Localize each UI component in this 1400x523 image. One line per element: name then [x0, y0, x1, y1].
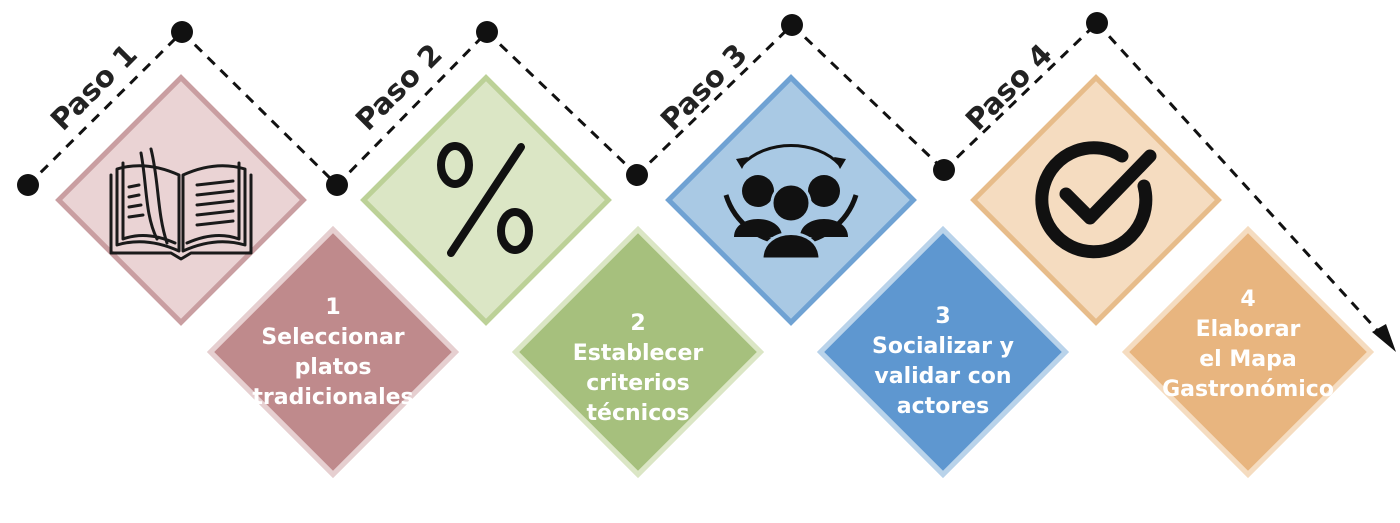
- step-4-description: 4 Elaborar el Mapa Gastronómico: [1148, 285, 1348, 405]
- step-1-description: 1 Seleccionar platos tradicionales: [233, 293, 433, 413]
- step-line: Seleccionar: [261, 325, 405, 350]
- step-line: Establecer: [572, 341, 704, 366]
- dashed-connector: [26, 30, 184, 187]
- step-number: 3: [935, 304, 951, 329]
- connector-dot: [326, 174, 348, 196]
- step-number: 1: [325, 295, 341, 320]
- step-line: validar con: [874, 364, 1012, 389]
- step-number: 4: [1240, 287, 1256, 312]
- open-book-icon: [91, 110, 271, 290]
- dashed-connector: [180, 30, 339, 187]
- connector-dot: [476, 21, 498, 43]
- connector-dot: [933, 159, 955, 181]
- connector-dot: [1086, 12, 1108, 34]
- step-line: criterios: [586, 371, 690, 396]
- step-line: técnicos: [586, 401, 690, 426]
- step-line: Elaborar: [1195, 317, 1301, 342]
- checkmark-circle-icon: [1006, 110, 1186, 290]
- arrow-head-icon: [1372, 324, 1396, 352]
- step-number: 2: [630, 311, 646, 336]
- connector-dot: [626, 164, 648, 186]
- step-line: platos: [294, 355, 372, 380]
- step-line: el Mapa: [1199, 347, 1297, 372]
- connector-dot: [171, 21, 193, 43]
- step-line: Socializar y: [872, 334, 1014, 359]
- step-2-description: 2 Establecer criterios técnicos: [538, 309, 738, 429]
- step-3-description: 3 Socializar y validar con actores: [843, 302, 1043, 422]
- connector-dot: [17, 174, 39, 196]
- connector-dot: [781, 14, 803, 36]
- step-line: Gastronómico: [1162, 377, 1334, 402]
- group-people-icon: [701, 110, 881, 290]
- step-line: actores: [896, 394, 990, 419]
- percent-icon: [396, 110, 576, 290]
- step-line: tradicionales: [252, 385, 414, 410]
